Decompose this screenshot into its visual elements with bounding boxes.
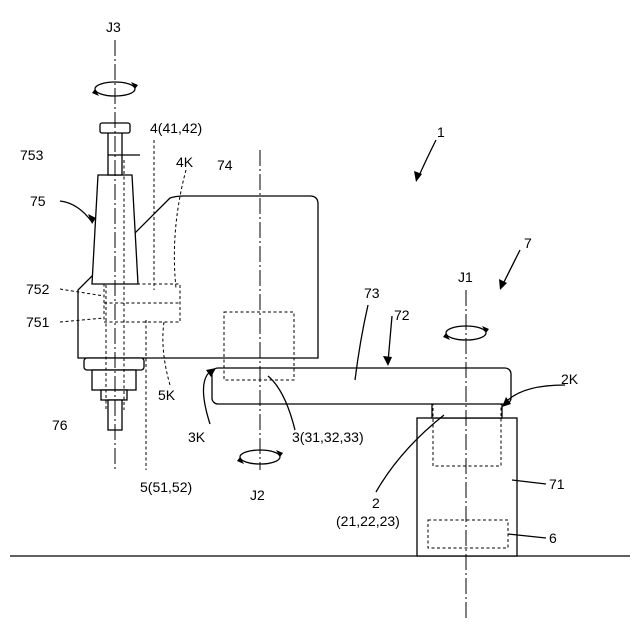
leader-3k xyxy=(203,370,212,424)
leader-75 xyxy=(60,201,92,222)
label-shaft-753: 753 xyxy=(20,147,44,163)
label-drive-2: 2 xyxy=(372,495,380,511)
label-assembly-7: 7 xyxy=(524,235,532,251)
nut xyxy=(101,390,127,400)
label-housing-75: 75 xyxy=(30,193,46,209)
label-5k: 5K xyxy=(158,387,176,403)
label-2k: 2K xyxy=(561,371,579,387)
label-4k: 4K xyxy=(176,154,194,170)
label-arm-top-73: 73 xyxy=(364,285,380,301)
label-drive-4: 4(41,42) xyxy=(150,120,202,136)
label-j2: J2 xyxy=(250,487,265,503)
label-robot-1: 1 xyxy=(437,124,445,140)
leader-72-arrow xyxy=(383,356,392,366)
label-base-71: 71 xyxy=(549,476,565,492)
label-tool-76: 76 xyxy=(52,417,68,433)
label-j1: J1 xyxy=(458,269,473,285)
label-bearing-751: 751 xyxy=(26,314,50,330)
label-drive-3: 3(31,32,33) xyxy=(292,429,364,445)
label-j3: J3 xyxy=(106,19,121,35)
leader-7-arrow xyxy=(499,279,507,290)
label-arm-72: 72 xyxy=(394,307,410,323)
label-controller-6: 6 xyxy=(549,530,557,546)
label-head-74: 74 xyxy=(217,157,233,173)
leader-72 xyxy=(388,316,392,362)
leader-1 xyxy=(418,140,436,178)
base-71 xyxy=(417,418,517,556)
flange-lower xyxy=(92,370,136,390)
label-bearing-752: 752 xyxy=(26,281,50,297)
label-drive-5: 5(51,52) xyxy=(140,479,192,495)
label-drive-2-parts: (21,22,23) xyxy=(336,513,400,529)
label-3k: 3K xyxy=(188,429,206,445)
leader-7 xyxy=(502,250,520,286)
leader-2k xyxy=(504,385,565,404)
flange-upper xyxy=(84,358,144,370)
